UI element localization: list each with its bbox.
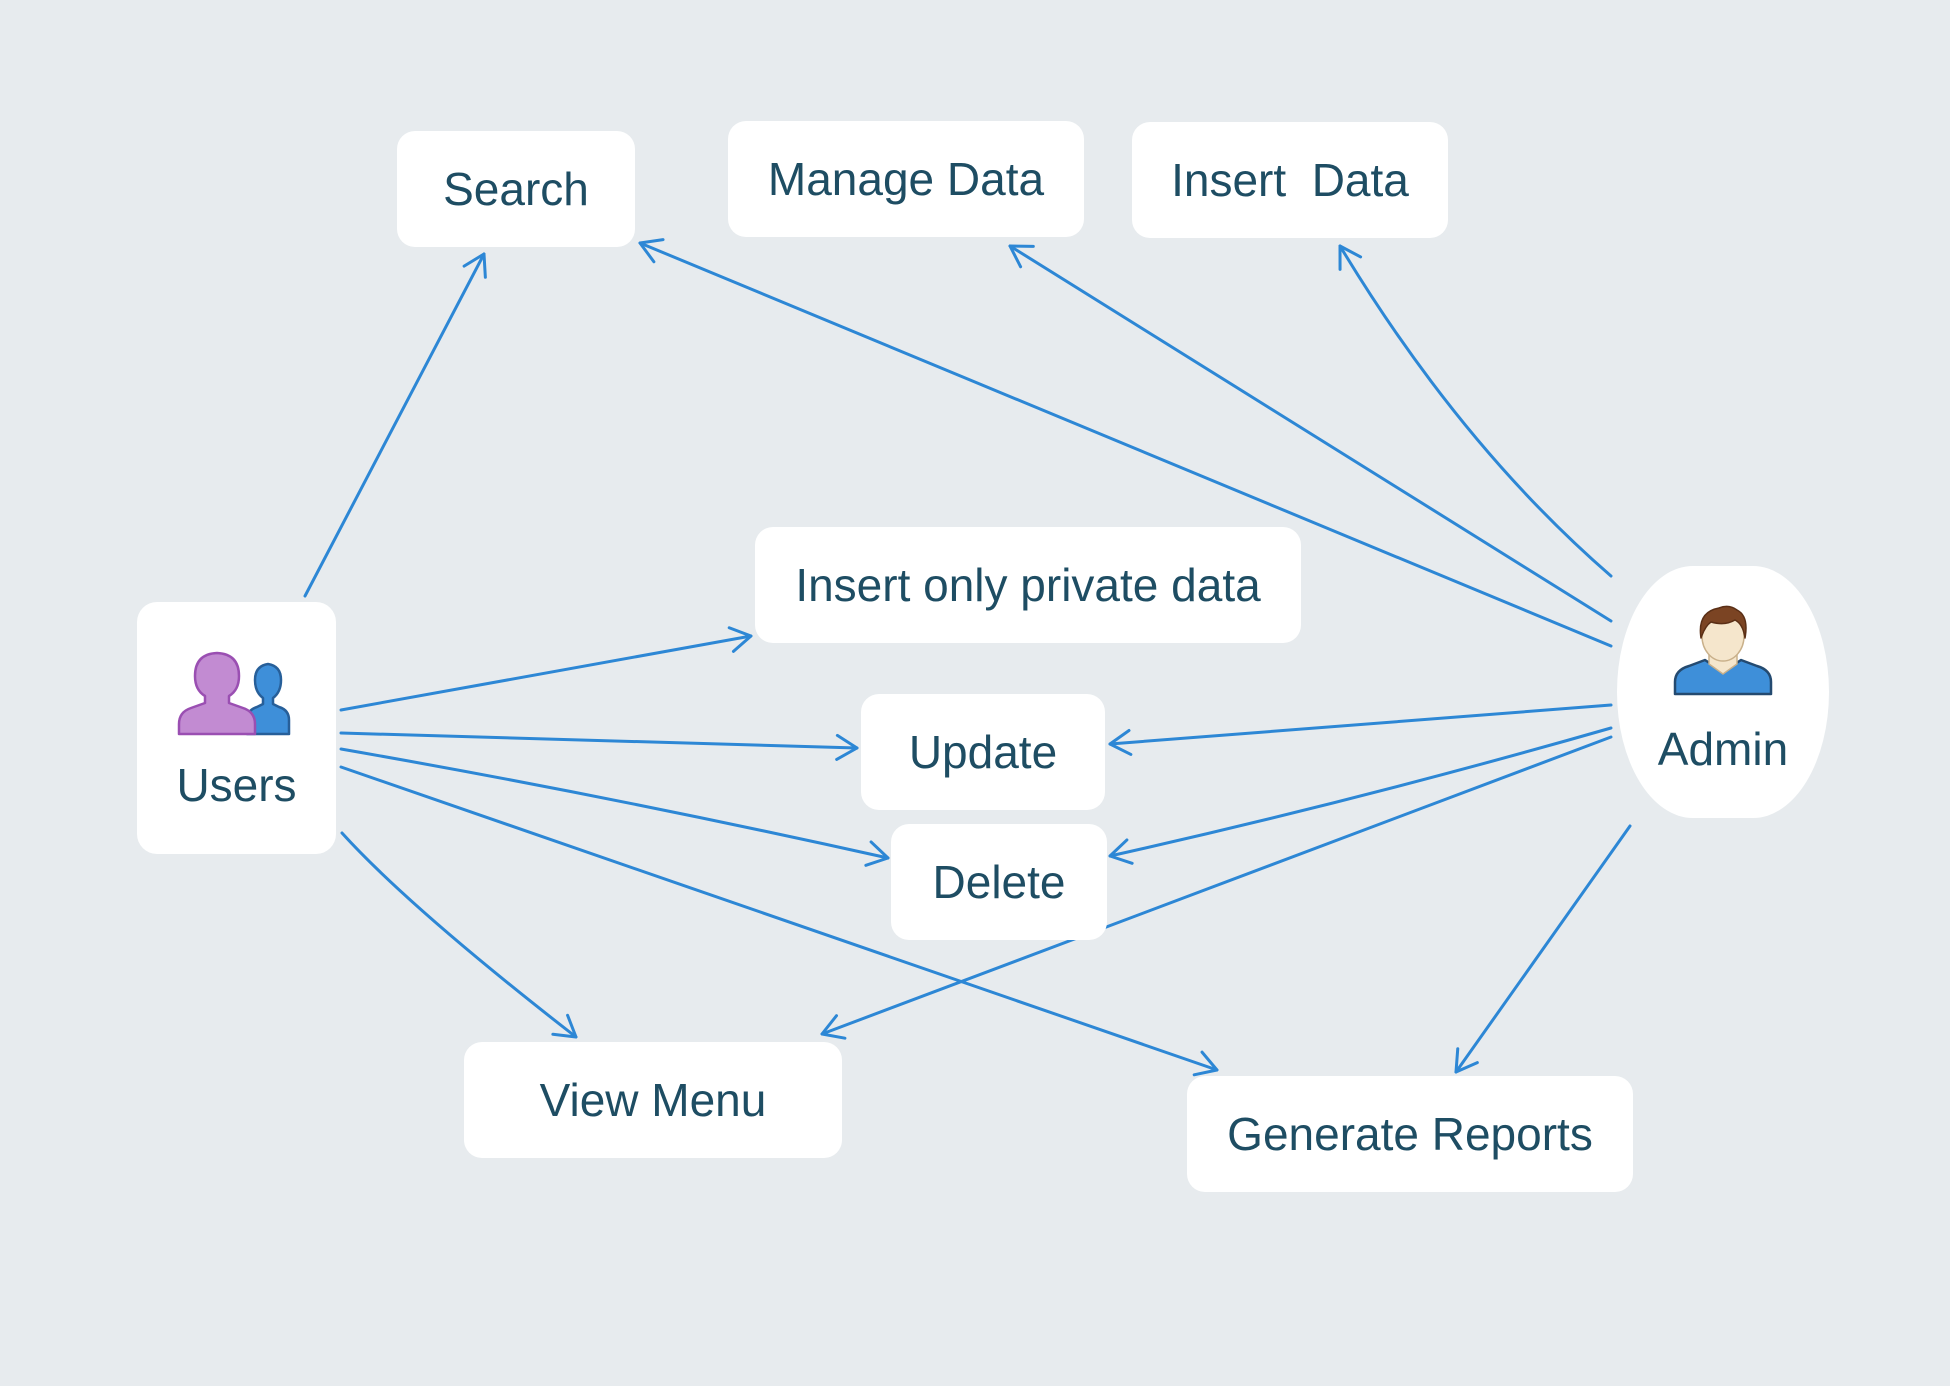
arrow-users-view-menu bbox=[340, 831, 578, 1039]
use-case-manage-data[interactable]: Manage Data bbox=[728, 121, 1084, 237]
use-case-label: Manage Data bbox=[767, 153, 1045, 205]
arrow-admin-update bbox=[1108, 703, 1613, 756]
admin-person-icon bbox=[1673, 605, 1773, 696]
arrow-users-delete bbox=[339, 747, 890, 867]
arrow-admin-view-menu bbox=[820, 735, 1613, 1040]
use-case-label: View Menu bbox=[539, 1074, 767, 1126]
arrow-admin-manage-data bbox=[1008, 244, 1613, 623]
use-case-delete[interactable]: Delete bbox=[891, 824, 1107, 940]
use-case-label: Delete bbox=[932, 856, 1066, 908]
use-case-search[interactable]: Search bbox=[397, 131, 635, 247]
arrow-users-insert-private bbox=[339, 626, 753, 712]
use-case-label: Search bbox=[443, 163, 589, 215]
use-case-label: Update bbox=[908, 726, 1058, 778]
arrow-admin-insert-data bbox=[1338, 244, 1613, 578]
actor-admin[interactable]: Admin bbox=[1617, 566, 1829, 818]
use-case-label: Generate Reports bbox=[1227, 1108, 1593, 1160]
users-group-icon bbox=[177, 651, 290, 736]
actor-users[interactable]: Users bbox=[137, 602, 336, 854]
use-case-insert-data[interactable]: Insert Data bbox=[1132, 122, 1448, 238]
arrow-users-generate-reports bbox=[339, 765, 1219, 1077]
arrow-admin-search bbox=[638, 238, 1613, 648]
use-case-update[interactable]: Update bbox=[861, 694, 1105, 810]
actor-label: Admin bbox=[1657, 723, 1789, 775]
arrow-users-update bbox=[339, 731, 859, 761]
use-case-label: Insert only private data bbox=[795, 559, 1261, 611]
use-case-label: Insert Data bbox=[1171, 154, 1409, 206]
arrow-users-search bbox=[303, 252, 487, 598]
actor-label: Users bbox=[176, 759, 297, 811]
use-case-insert-private-data[interactable]: Insert only private data bbox=[755, 527, 1301, 643]
use-case-generate-reports[interactable]: Generate Reports bbox=[1187, 1076, 1633, 1192]
arrow-admin-delete bbox=[1108, 726, 1613, 865]
use-case-view-menu[interactable]: View Menu bbox=[464, 1042, 842, 1158]
arrow-admin-generate-reports bbox=[1454, 824, 1632, 1074]
